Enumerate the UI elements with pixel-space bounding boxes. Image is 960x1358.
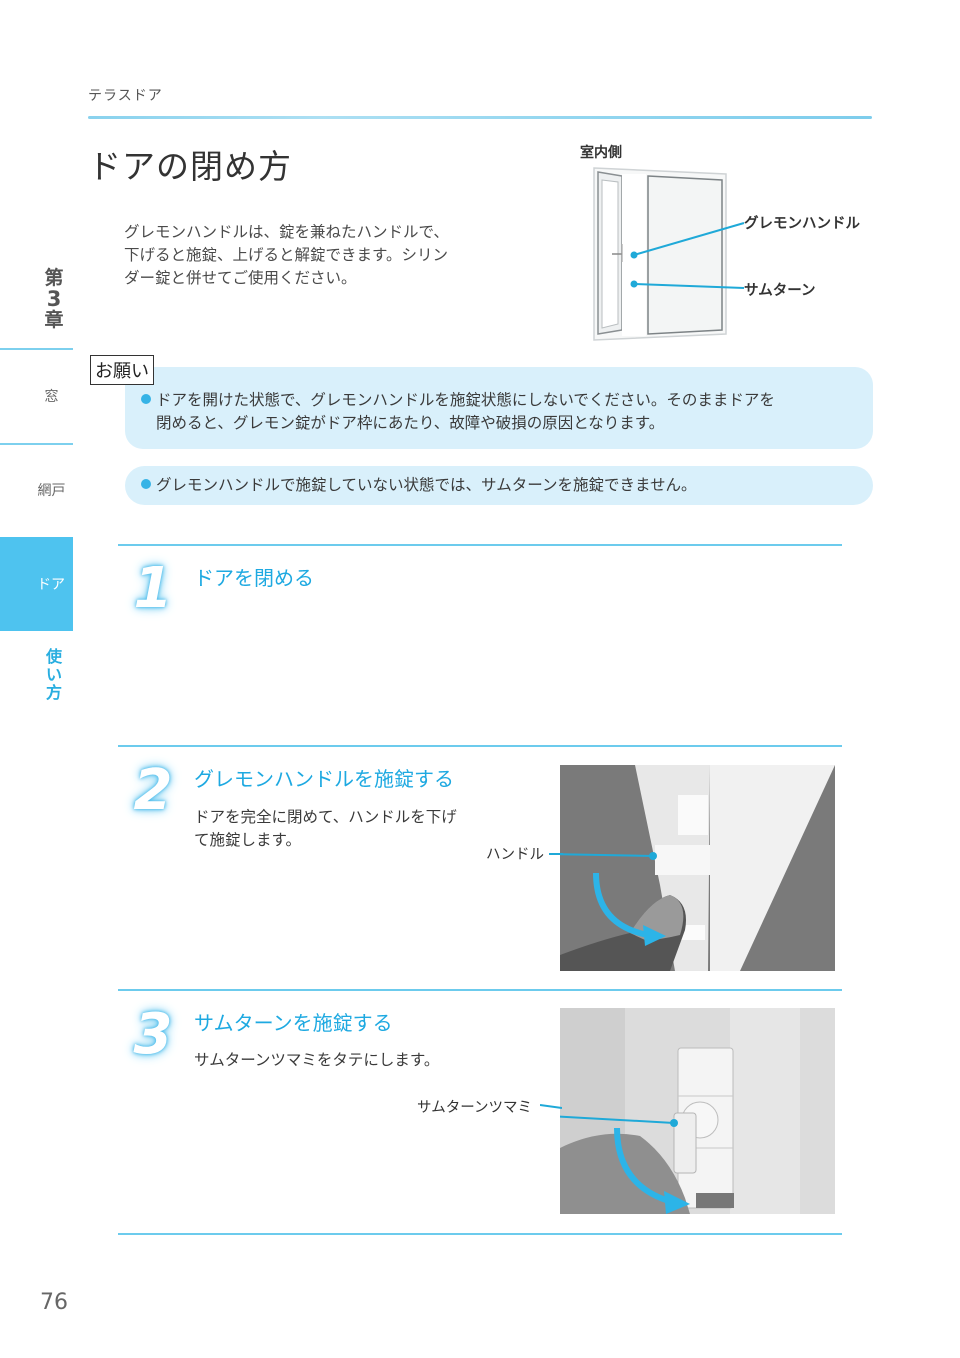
sub-char: 使	[45, 647, 62, 666]
bullet-icon	[141, 479, 151, 489]
sidebar-item-door[interactable]: ドア	[0, 537, 73, 631]
callout-line	[549, 853, 563, 855]
chapter-char: 章	[44, 309, 64, 331]
step-desc-line: て施錠します。	[194, 831, 301, 849]
intro-paragraph: グレモンハンドルは、錠を兼ねたハンドルで、 下げると施錠、上げると解錠できます。…	[124, 221, 514, 290]
photo-label-handle: ハンドル	[486, 847, 544, 863]
section-label: テラスドア	[88, 88, 163, 104]
bullet-icon	[141, 394, 151, 404]
sidebar-divider	[0, 348, 73, 350]
sidebar-item-screen[interactable]: 網戸	[37, 483, 66, 499]
chapter-number: 3	[46, 287, 62, 311]
callout-gremon-handle: グレモンハンドル	[744, 216, 860, 232]
step-description: サムターンツマミをタテにします。	[194, 1049, 439, 1072]
step-title: ドアを閉める	[194, 566, 314, 590]
notice-text: グレモンハンドルで施錠していない状態では、サムターンを施錠できません。	[156, 476, 697, 494]
step-divider	[118, 1233, 842, 1235]
intro-line: 下げると施錠、上げると解錠できます。シリン	[124, 246, 448, 264]
notice-label: お願い	[90, 355, 154, 385]
diagram-label: 室内側	[580, 145, 622, 161]
step-divider	[118, 745, 842, 747]
step-title: グレモンハンドルを施錠する	[194, 767, 454, 791]
step-desc-line: サムターンツマミをタテにします。	[194, 1051, 440, 1069]
header-divider	[88, 116, 872, 119]
chapter-char: 第	[44, 267, 64, 289]
notice-text: 閉めると、グレモン錠がドア枠にあたり、故障や破損の原因となります。	[156, 414, 665, 432]
callout-thumbturn: サムターン	[744, 283, 816, 299]
thumbturn-photo	[560, 1008, 835, 1214]
notice-box: ドアを開けた状態で、グレモンハンドルを施錠状態にしないでください。そのままドアを…	[125, 367, 873, 449]
intro-line: グレモンハンドルは、錠を兼ねたハンドルで、	[124, 223, 449, 241]
callout-line	[540, 1104, 562, 1109]
callout-lines	[630, 222, 745, 289]
step-divider	[118, 989, 842, 991]
step-title: サムターンを施錠する	[194, 1011, 393, 1035]
step-number: 2	[133, 758, 173, 823]
page-title: ドアの閉め方	[88, 147, 292, 186]
step-number: 1	[133, 556, 173, 621]
sidebar-item-label: ドア	[37, 577, 65, 593]
step-description: ドアを完全に閉めて、ハンドルを下げ て施錠します。	[194, 806, 457, 852]
sidebar-item-window[interactable]: 窓	[44, 389, 59, 405]
step-desc-line: ドアを完全に閉めて、ハンドルを下げ	[194, 808, 457, 826]
sidebar-subsection-usage[interactable]: 使 い 方	[36, 648, 72, 702]
notice-box: グレモンハンドルで施錠していない状態では、サムターンを施錠できません。	[125, 466, 873, 505]
sub-char: 方	[45, 683, 62, 702]
step-divider	[118, 544, 842, 546]
door-illustration	[593, 167, 727, 341]
step-number: 3	[133, 1002, 173, 1067]
handle-photo	[560, 765, 835, 971]
sub-char: い	[45, 665, 62, 684]
page-number: 76	[40, 1290, 68, 1315]
sidebar-divider	[0, 443, 73, 445]
intro-line: ダー錠と併せてご使用ください。	[124, 269, 357, 287]
chapter-badge: 第 3 章	[36, 268, 72, 331]
photo-label-thumbturn-knob: サムターンツマミ	[417, 1100, 532, 1116]
notice-text: ドアを開けた状態で、グレモンハンドルを施錠状態にしないでください。そのままドアを	[156, 391, 775, 409]
